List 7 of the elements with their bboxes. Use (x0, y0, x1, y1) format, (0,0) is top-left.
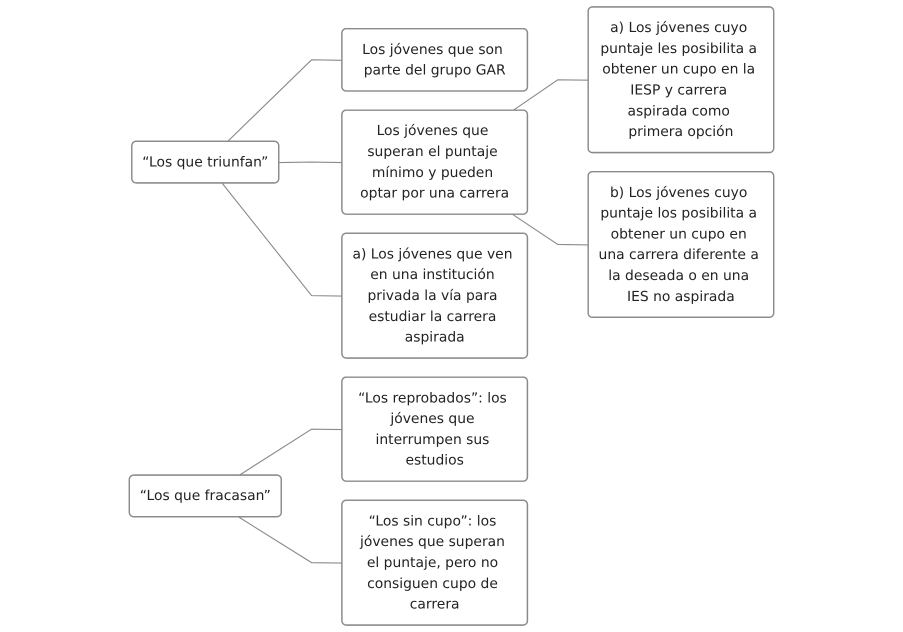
connector (238, 428, 342, 476)
connector (512, 79, 589, 111)
connector (238, 516, 342, 564)
connector (226, 59, 342, 142)
connector (512, 214, 589, 246)
connector (279, 162, 342, 164)
connector (222, 183, 342, 297)
